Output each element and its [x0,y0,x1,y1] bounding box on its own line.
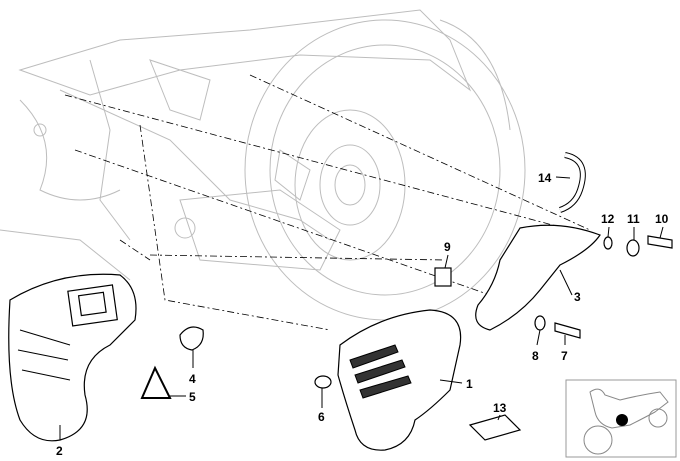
callout-5: 5 [189,390,196,404]
callout-9: 9 [444,240,451,254]
locator-marker [616,414,628,426]
callout-11: 11 [627,212,640,226]
part-1-main-cover [337,309,462,451]
part-13-pad [468,414,522,441]
callout-10: 10 [655,212,669,226]
part-2-left-cover [8,273,137,442]
part-6-grommet [314,375,332,389]
motorcycle-background [0,9,526,321]
callout-labels: 1 2 3 4 5 6 7 8 9 10 11 12 13 14 [56,171,669,458]
assembly-lines [64,74,591,331]
part-7-bolt [554,322,581,339]
part-14-hose-inner [559,153,585,212]
callout-8: 8 [532,349,539,363]
part-5-seal [140,365,172,399]
callout-2: 2 [56,444,63,458]
callout-13: 13 [493,401,507,415]
leader-lines [59,176,664,440]
callout-7: 7 [561,349,568,363]
part-3-bracket [475,224,601,331]
part-10-bolt [647,235,673,249]
part-12-washer [603,236,613,250]
callout-6: 6 [318,410,325,424]
callout-4: 4 [189,372,196,386]
locator-thumbnail [565,379,677,458]
part-8-washer [534,315,546,331]
callout-3: 3 [574,290,581,304]
callout-14: 14 [538,171,552,185]
part-9-clip [434,267,452,287]
callout-1: 1 [466,377,473,391]
part-11-bushing [626,239,640,257]
part-4-cap [179,326,204,351]
callout-12: 12 [601,212,615,226]
